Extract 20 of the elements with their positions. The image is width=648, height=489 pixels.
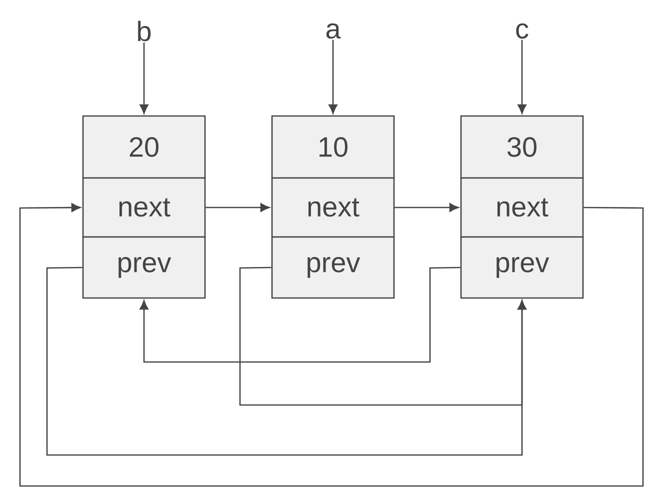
list-cell: 30 [460,115,584,179]
pointer-label: c [516,23,528,39]
list-cell: next [460,177,584,238]
pointer-label: a [326,23,341,39]
arrow [206,203,270,212]
list-cell: next [82,177,206,238]
arrow [239,266,526,406]
arrow [328,40,338,114]
arrow [140,42,148,114]
arrow [394,203,459,212]
list-cell: 20 [82,115,206,179]
arrow [140,266,460,363]
list-cell: 10 [271,115,395,179]
list-cell: prev [460,236,584,299]
pointer-label: b [138,20,151,42]
arrow [19,203,644,487]
arrow [518,40,526,114]
list-cell: prev [271,236,395,299]
list-cell: prev [82,236,206,299]
list-cell: next [271,177,395,238]
